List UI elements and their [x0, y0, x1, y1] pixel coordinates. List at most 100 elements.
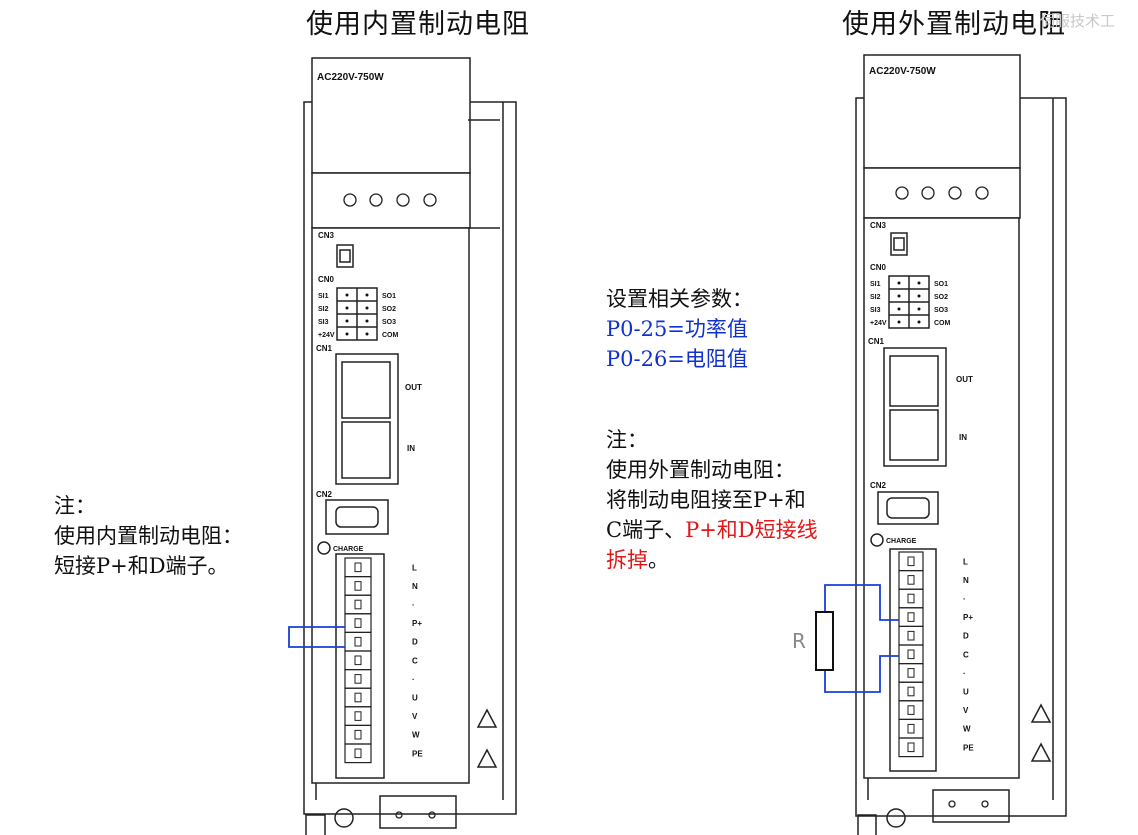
cn0-output-label-right-1: SO2 [934, 294, 948, 301]
watermark: 伺服技术工 [1040, 12, 1116, 30]
terminal-label-left-9: W [412, 731, 420, 740]
resistor-label: R [792, 629, 806, 653]
charge-label-right: CHARGE [886, 538, 917, 545]
cn0-pin-left-2a [345, 319, 349, 323]
terminal-screw-left-1 [354, 581, 362, 591]
terminal-label-right-8: V [963, 706, 969, 715]
right-note-line3: C端子、P+和D短接线 [606, 515, 818, 545]
cn0-input-label-left-1: SI2 [318, 306, 329, 313]
cn1-label-left: CN1 [316, 344, 333, 353]
mounting-screws-left [343, 193, 437, 819]
right-note-line2: 将制动电阻接至P+和 [606, 488, 806, 512]
cn0-input-label-left-3: +24V [318, 332, 335, 339]
terminal-label-right-0: L [963, 557, 968, 566]
cn1-label-right: CN1 [868, 337, 885, 346]
terminal-screw-left-2 [354, 599, 362, 610]
title-internal-resistor: 使用内置制动电阻 [306, 9, 530, 40]
terminal-screw-right-10 [907, 742, 915, 753]
terminal-screw-left-4 [354, 636, 362, 647]
right-note-line3-black: C端子、 [606, 518, 686, 542]
terminal-label-left-6: · [412, 675, 415, 684]
terminal-screw-right-9 [907, 723, 915, 734]
terminal-slot-right-10 [898, 737, 924, 758]
cn0-output-label-right-2: SO3 [934, 307, 948, 314]
cn0-pin-left-3b [365, 332, 369, 336]
terminal-screw-right-1 [907, 575, 915, 585]
out-label-right: OUT [956, 375, 973, 384]
cn0-pin-right-2a [897, 307, 901, 311]
terminal-screw-right-0 [907, 556, 915, 567]
params-label: 设置相关参数： [606, 287, 753, 311]
terminal-screw-left-6 [354, 674, 362, 684]
terminal-label-right-1: N [963, 576, 969, 585]
terminal-label-left-5: C [412, 656, 418, 665]
cn0-output-label-right-0: SO1 [934, 281, 948, 288]
terminal-screw-right-7 [907, 686, 915, 697]
charge-label-left: CHARGE [333, 546, 364, 553]
left-note-line2: 短接P+和D端子。 [54, 554, 229, 578]
terminal-label-left-3: P+ [412, 619, 422, 628]
cn0-input-label-right-2: SI3 [870, 307, 881, 314]
external-resistor-wiring [824, 584, 899, 693]
cn0-pin-left-3a [345, 332, 349, 336]
cn2-label-left: CN2 [316, 490, 333, 499]
cn0-pin-right-1b [917, 294, 921, 298]
cn0-pin-right-0b [917, 281, 921, 285]
terminal-screw-left-7 [354, 692, 362, 703]
external-resistor [815, 611, 834, 671]
terminal-screw-left-3 [354, 618, 362, 628]
right-note-line4-black: 。 [648, 548, 669, 572]
model-label-left: AC220V-750W [317, 72, 384, 83]
servo-drive-right [855, 54, 1067, 835]
cn0-output-label-left-0: SO1 [382, 293, 396, 300]
cn3-label-right: CN3 [870, 221, 887, 230]
right-note-line1: 使用外置制动电阻： [606, 458, 795, 482]
terminal-label-right-7: U [963, 688, 969, 697]
terminal-label-left-1: N [412, 582, 418, 591]
cn0-pin-left-1a [345, 306, 349, 310]
terminal-label-left-2: · [412, 601, 415, 610]
right-note-label: 注： [606, 428, 648, 452]
cn0-pin-right-0a [897, 281, 901, 285]
terminal-label-left-10: PE [412, 749, 423, 758]
terminal-screw-left-0 [354, 562, 362, 573]
terminal-label-right-2: · [963, 595, 966, 604]
terminal-slot-left-10 [344, 743, 372, 764]
cn0-input-label-left-2: SI3 [318, 319, 329, 326]
terminal-label-right-4: D [963, 632, 969, 641]
param-p0-26: P0-26=电阻值 [606, 347, 748, 371]
right-note-line4: 拆掉。 [606, 545, 818, 575]
terminal-screw-left-9 [354, 729, 362, 740]
cn0-pin-left-1b [365, 306, 369, 310]
terminal-label-right-3: P+ [963, 613, 973, 622]
terminal-screw-left-5 [354, 655, 362, 666]
cn0-pin-left-2b [365, 319, 369, 323]
terminal-label-left-8: V [412, 712, 418, 721]
terminal-screw-right-4 [907, 630, 915, 641]
cn0-input-label-right-3: +24V [870, 320, 887, 327]
param-p0-25: P0-25=功率值 [606, 317, 748, 341]
cn0-output-label-left-3: COM [382, 332, 399, 339]
out-label-left: OUT [405, 383, 422, 392]
right-note-line3-red: P+和D短接线 [685, 518, 818, 542]
cn0-input-label-right-0: SI1 [870, 281, 881, 288]
left-note-label: 注： [54, 494, 96, 518]
terminal-label-left-0: L [412, 563, 417, 572]
mounting-screws-right [895, 186, 989, 808]
terminal-screw-left-8 [354, 711, 362, 721]
terminal-screw-right-2 [907, 593, 915, 604]
title-external-resistor: 使用外置制动电阻 [842, 9, 1066, 40]
shorting-link-p-d [288, 626, 345, 648]
terminal-screw-right-5 [907, 649, 915, 660]
terminal-screw-left-10 [354, 748, 362, 759]
right-note: 注： 使用外置制动电阻： 将制动电阻接至P+和 C端子、P+和D短接线 拆掉。 [606, 425, 818, 575]
left-note: 注： 使用内置制动电阻： 短接P+和D端子。 [54, 491, 243, 581]
terminal-screw-right-6 [907, 668, 915, 678]
cn0-label-right: CN0 [870, 263, 887, 272]
terminal-label-left-4: D [412, 638, 418, 647]
terminal-label-right-5: C [963, 650, 969, 659]
